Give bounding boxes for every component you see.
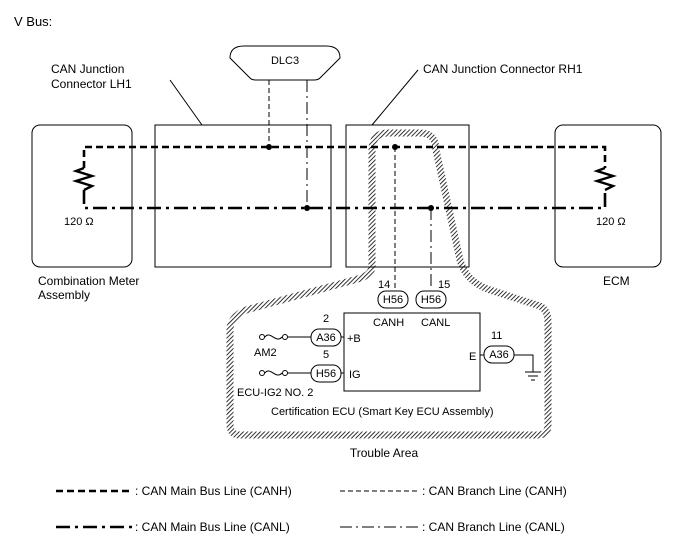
connector-h56-canl-label: H56 [421,294,441,306]
legend-main-canl-label: : CAN Main Bus Line (CANL) [135,520,290,534]
can-junction-rh1-label: CAN Junction Connector RH1 [423,62,583,76]
terminal-ig-label: IG [349,369,361,381]
trouble-area-label: Trouble Area [350,446,419,460]
can-junction-lh1-label: CAN Junction Connector LH1 [51,62,132,91]
legend-branch-canh-label: : CAN Branch Line (CANH) [422,484,567,498]
combination-meter-box [31,124,133,268]
certification-ecu-label: Certification ECU (Smart Key ECU Assembl… [271,406,494,418]
terminal-e-label: E [469,351,476,363]
pin-15-label: 15 [438,279,450,291]
canh-label: CANH [373,317,404,329]
terminal-b-label: +B [347,333,361,345]
fuse-ecu-ig2-icon [264,370,283,376]
connector-a36-e-label: A36 [489,349,509,361]
main-bus-canh [82,145,607,168]
combination-meter-label: Combination Meter Assembly [38,274,143,302]
connector-h56-canh [377,290,409,309]
fuse-am2-icon [264,334,283,340]
junction-dot [428,205,434,211]
fuse-ecu-ig2-end [282,370,288,376]
pin-14-label: 14 [378,279,390,291]
canl-label: CANL [421,317,450,329]
certification-ecu-box [343,312,481,392]
resistor-right-label: 120 Ω [596,216,626,228]
dlc3-label: DLC3 [271,55,299,67]
fuse-ecu-ig2-label: ECU-IG2 NO. 2 [237,387,313,399]
connector-h56-canh-label: H56 [383,294,403,306]
ground-icon [525,371,541,381]
page-title: V Bus: [14,14,52,29]
main-bus-canl [82,190,607,210]
pin-2-label: 2 [323,313,329,325]
junction-dot [392,144,398,150]
resistor-right-icon [592,166,618,192]
fuse-am2-label: AM2 [254,347,277,359]
ecm-box [554,124,662,268]
resistor-left-label: 120 Ω [64,216,94,228]
legend-branch-canl-label: : CAN Branch Line (CANL) [422,520,565,534]
ground-wire [514,354,534,372]
fuse-am2-end [259,334,265,340]
pin-11-label: 11 [491,330,502,342]
can-junction-rh1-box [345,124,470,268]
connector-h56-ig-label: H56 [316,368,336,380]
pin-5-label: 5 [323,349,329,361]
ecm-label: ECM [603,274,630,288]
fuse-am2-end [282,334,288,340]
rh1-leader-line [371,69,419,126]
junction-dot [266,144,272,150]
lh1-leader-line [169,79,203,126]
connector-a36-b-label: A36 [316,332,336,344]
junction-dot [304,205,310,211]
fuse-ecu-ig2-end [259,370,265,376]
can-junction-lh1-box [154,124,332,268]
trouble-area-boundary [226,129,552,439]
dlc3-connector [229,45,341,81]
resistor-left-icon [71,166,97,192]
legend-main-canh-label: : CAN Main Bus Line (CANH) [135,484,292,498]
connector-h56-canl [415,290,447,309]
